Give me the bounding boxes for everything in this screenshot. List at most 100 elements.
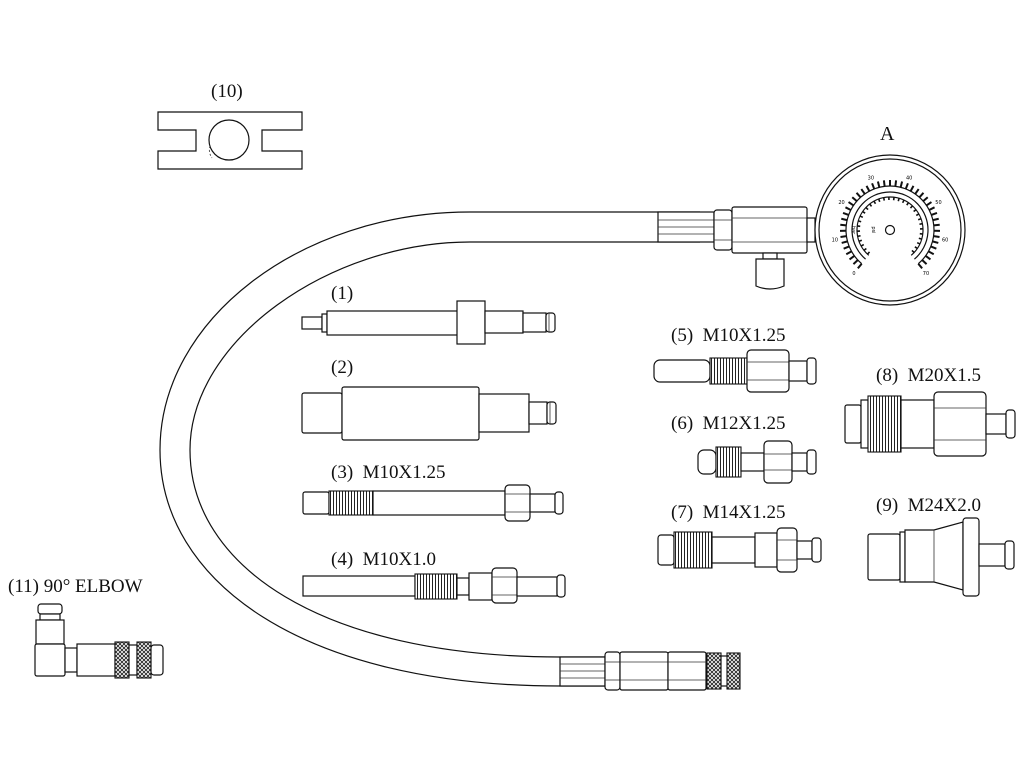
- gauge-unit-label: psi: [870, 226, 876, 233]
- adapter-1: [301, 300, 556, 345]
- gauge-arc: [851, 191, 929, 260]
- gauge-tick: [917, 263, 923, 269]
- gauge-tick: [922, 196, 929, 202]
- gauge-tick: [930, 245, 937, 250]
- gauge-tick: [843, 245, 850, 250]
- gauge-tick: [921, 259, 928, 265]
- part-number-6: (6): [671, 413, 694, 434]
- part-spec-11: 90° ELBOW: [43, 576, 143, 597]
- gauge-tick: [909, 185, 915, 192]
- gauge-scale-label: 50: [935, 200, 941, 206]
- gauge-tick: [842, 211, 849, 216]
- gauge-tick: [851, 196, 858, 202]
- gauge-tick: [840, 223, 847, 227]
- part-spec-3: M10X1.25: [362, 462, 446, 483]
- part-number-4: (4): [331, 549, 354, 570]
- gauge-tick: [857, 263, 863, 269]
- gauge-tick: [841, 217, 848, 222]
- gauge-tick: [918, 192, 925, 198]
- gauge-tick: [852, 259, 859, 265]
- gauge-inner-tick: [918, 237, 922, 240]
- gauge-tick: [840, 235, 847, 238]
- gauge-tick: [914, 188, 920, 195]
- gauge-tick: [855, 192, 862, 198]
- gauge-tick: [871, 182, 876, 190]
- gauge-tick: [844, 206, 852, 211]
- gauge-tick: [925, 255, 932, 261]
- gauge-scale-label: 10: [832, 238, 838, 244]
- gauge-inner-tick: [860, 243, 865, 247]
- gauge-tick: [848, 255, 855, 261]
- gauge-scale-label: 0: [852, 271, 855, 277]
- gauge-tick: [841, 240, 848, 244]
- part-label-2: (2): [331, 357, 354, 378]
- gauge-tick: [865, 185, 871, 192]
- part-spec-7: M14X1.25: [702, 502, 786, 523]
- part-label-5: (5) M10X1.25: [671, 326, 786, 345]
- gauge-tick: [933, 235, 940, 238]
- gauge-tick: [932, 240, 939, 244]
- gauge-tick: [847, 201, 855, 207]
- gauge-inner-tick: [919, 222, 923, 226]
- part-label-6: (6) M12X1.25: [671, 414, 786, 433]
- hose-coupler-end: [604, 651, 741, 691]
- gauge-inner-tick: [865, 206, 869, 211]
- adapter-4: [302, 567, 566, 604]
- gauge-inner-tick: [913, 209, 917, 213]
- holder-plate-10: [157, 111, 303, 170]
- gauge-inner-tick: [901, 199, 905, 204]
- part-spec-9: M24X2.0: [907, 495, 982, 516]
- part-label-11: (11) 90° ELBOW: [8, 577, 143, 596]
- gauge-inner-tick: [877, 198, 881, 203]
- gauge-label: A: [880, 123, 895, 145]
- gauge-inner-tick: [914, 246, 918, 250]
- adapter-2: [301, 386, 557, 441]
- part-label-8: (8) M20X1.5: [876, 366, 981, 385]
- gauge-inner-tick: [897, 198, 900, 202]
- gauge-inner-tick: [917, 217, 922, 221]
- release-valve: [755, 258, 785, 290]
- gauge-inner-tick: [906, 202, 910, 206]
- part-number-3: (3): [331, 462, 354, 483]
- gauge-tick: [925, 201, 933, 207]
- part-label-1: (1): [331, 283, 354, 304]
- part-number-7: (7): [671, 502, 694, 523]
- part-label-10: (10): [211, 81, 243, 102]
- adapter-3: [302, 484, 564, 522]
- gauge-inner-tick: [882, 197, 886, 201]
- hose: [159, 211, 715, 687]
- part-spec-6: M12X1.25: [702, 413, 786, 434]
- gauge-inner-tick: [857, 234, 861, 238]
- gauge-inner-tick: [858, 239, 863, 243]
- gauge-inner-tick: [915, 213, 920, 217]
- gauge-tick: [882, 180, 886, 187]
- gauge-scale-label: 40: [906, 175, 912, 181]
- part-number-11: (11): [8, 576, 39, 597]
- gauge-inner-tick: [916, 241, 921, 245]
- gauge-tick: [933, 223, 940, 227]
- gauge-inner-tick: [909, 205, 914, 209]
- gauge-connector: [713, 206, 816, 290]
- gauge-tick: [860, 188, 866, 195]
- gauge-tick: [894, 180, 898, 187]
- gauge-inner-tick: [866, 251, 871, 255]
- gauge-inner-tick: [862, 210, 866, 214]
- gauge-tick: [899, 181, 904, 188]
- gauge-tick: [904, 182, 909, 190]
- adapter-5: [653, 349, 817, 393]
- part-label-9: (9) M24X2.0: [876, 496, 981, 515]
- part-number-9: (9): [876, 495, 899, 516]
- gauge-arc: [845, 185, 935, 265]
- part-spec-8: M20X1.5: [907, 365, 982, 386]
- gauge-inner-tick: [869, 203, 873, 207]
- adapter-9: [867, 517, 1015, 597]
- gauge-unit-label: bar: [850, 226, 856, 235]
- adapter-6: [697, 440, 817, 484]
- gauge-scale-label: 20: [838, 200, 844, 206]
- gauge-tick: [928, 206, 936, 211]
- gauge-scale-label: 70: [923, 271, 929, 277]
- gauge-arc: [856, 196, 924, 256]
- part-number-5: (5): [671, 325, 694, 346]
